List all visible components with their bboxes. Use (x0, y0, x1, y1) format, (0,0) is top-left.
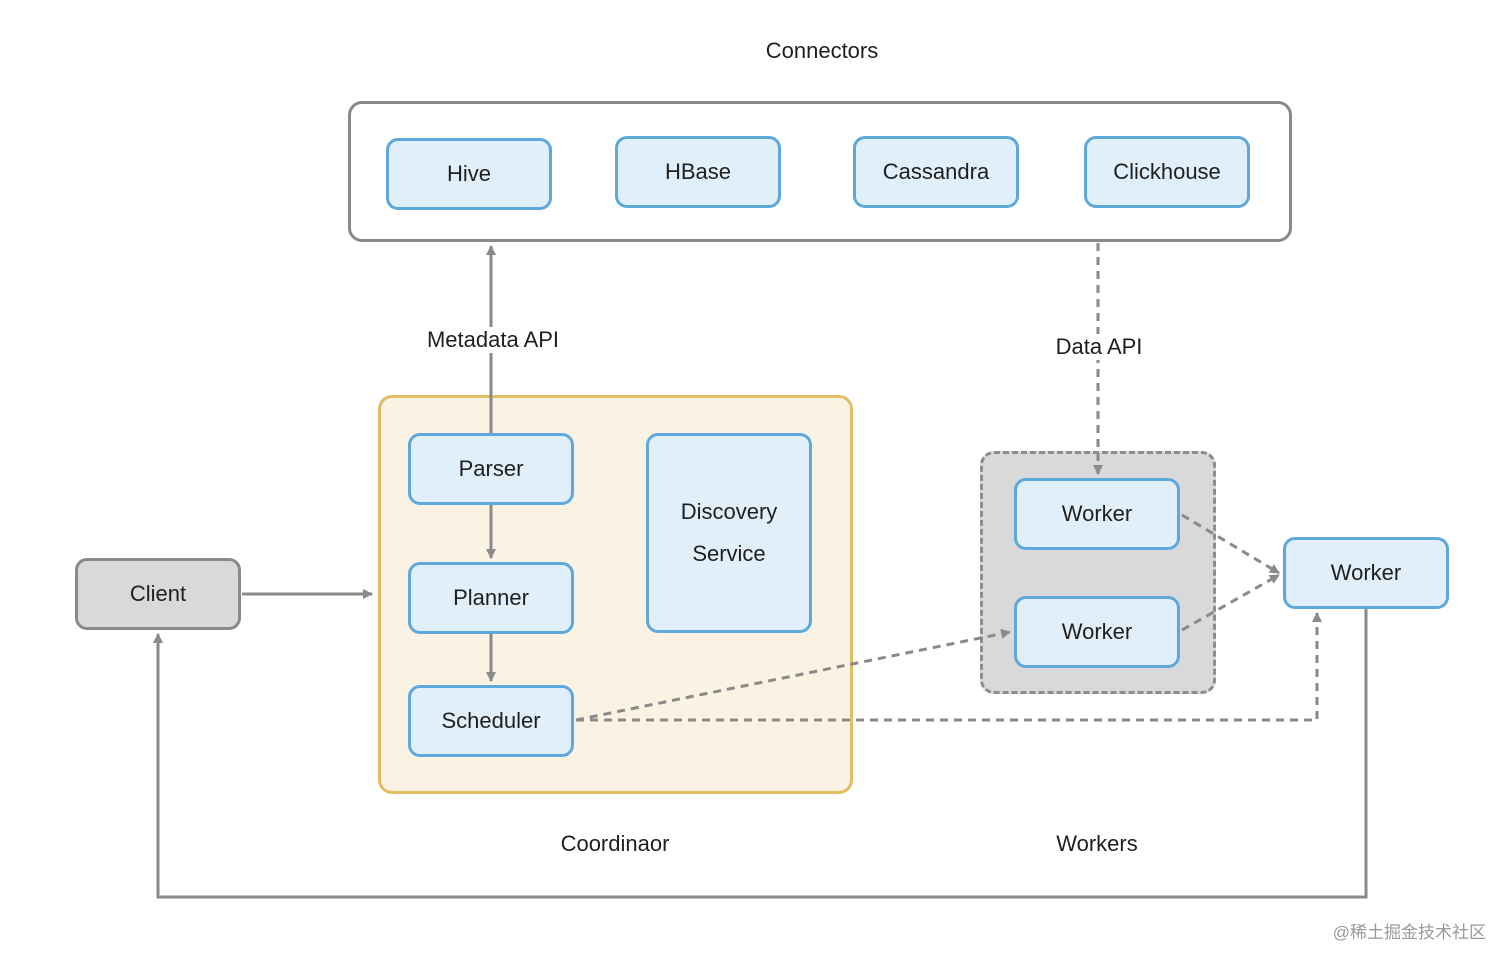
worker-node-bottom: Worker (1014, 596, 1180, 668)
parser-label: Parser (458, 456, 524, 481)
worker-node-remote: Worker (1283, 537, 1449, 609)
scheduler-label: Scheduler (441, 708, 541, 733)
coordinator-label: Coordinaor (560, 831, 670, 856)
data-api-label: Data API (1051, 334, 1147, 360)
discovery-label-line2: Service (692, 541, 766, 566)
watermark: @稀土掘金技术社区 (1332, 923, 1486, 942)
cassandra-node: Cassandra (853, 136, 1019, 208)
client-label: Client (129, 581, 187, 606)
parser-node: Parser (408, 433, 574, 505)
planner-label: Planner (453, 585, 529, 610)
result-return-edge (153, 608, 1368, 899)
scheduler-node: Scheduler (408, 685, 574, 757)
hive-node: Hive (386, 138, 552, 210)
discovery-service-node: Discovery Service (646, 433, 812, 633)
clickhouse-label: Clickhouse (1113, 159, 1221, 184)
workers-label: Workers (1056, 831, 1138, 856)
clickhouse-node: Clickhouse (1084, 136, 1250, 208)
scheduler-remote-worker-edge (576, 612, 1322, 722)
connectors-label: Connectors (765, 38, 879, 63)
worker-exchange-edge-1 (1181, 513, 1280, 575)
discovery-label-line1: Discovery (680, 499, 778, 524)
hbase-node: HBase (615, 136, 781, 208)
worker-remote-label: Worker (1330, 560, 1402, 585)
worker-exchange-edge-2 (1181, 573, 1280, 632)
planner-node: Planner (408, 562, 574, 634)
worker-bottom-label: Worker (1061, 619, 1133, 644)
client-node: Client (75, 558, 241, 630)
scheduler-worker-edge (575, 628, 1011, 722)
worker-top-label: Worker (1061, 501, 1133, 526)
hive-label: Hive (446, 161, 491, 186)
worker-node-top: Worker (1014, 478, 1180, 550)
hbase-label: HBase (664, 159, 732, 184)
cassandra-label: Cassandra (882, 159, 990, 184)
metadata-api-label: Metadata API (422, 327, 564, 353)
